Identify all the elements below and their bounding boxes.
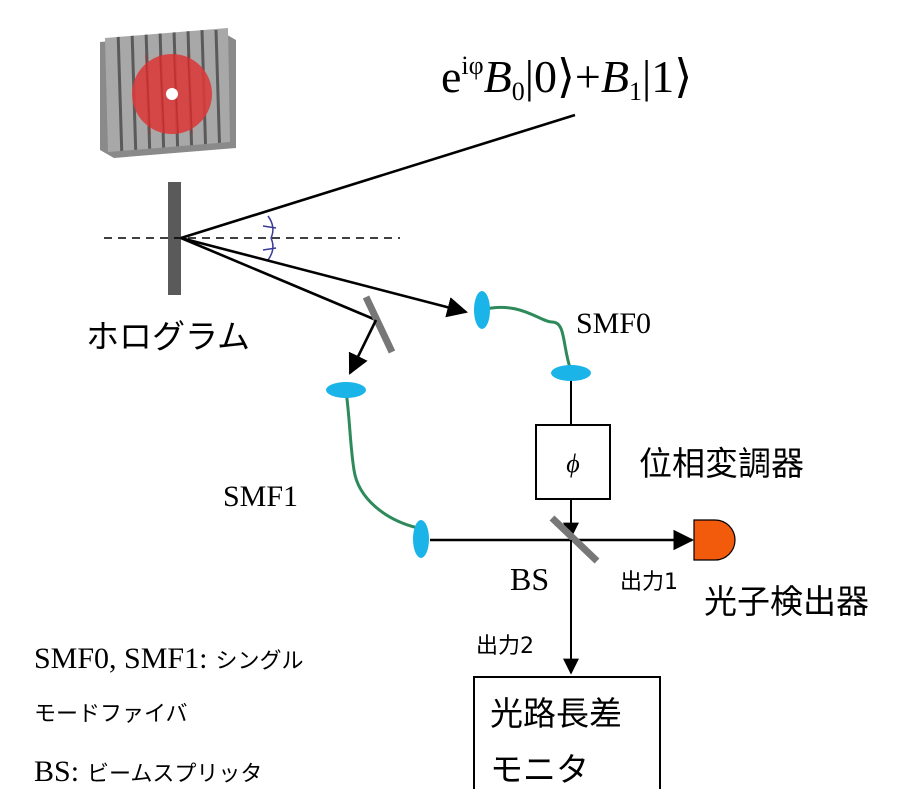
smf1-output-lens bbox=[413, 520, 429, 558]
smf0-label: SMF0 bbox=[576, 307, 651, 340]
photon-detector-label: 光子検出器 bbox=[704, 582, 869, 621]
laser-spot-center bbox=[166, 88, 178, 100]
output1-label: 出力1 bbox=[620, 570, 678, 595]
phi-symbol: ϕ bbox=[566, 449, 579, 478]
smf0-output-lens bbox=[551, 365, 591, 381]
beam-splitter bbox=[549, 515, 600, 564]
output-state-expression: eiφB0|0⟩+B1|1⟩ bbox=[441, 51, 692, 106]
smf1-label: SMF1 bbox=[223, 480, 298, 513]
output2-label: 出力2 bbox=[476, 634, 534, 659]
legend-smf-line1: SMF0, SMF1:シングル bbox=[34, 642, 303, 675]
smf0-input-lens bbox=[474, 291, 490, 329]
smf0-fiber bbox=[481, 305, 573, 372]
legend-smf-line2: モードファイバ bbox=[34, 702, 188, 727]
path-monitor-label-line1: 光路長差 bbox=[490, 694, 622, 733]
hologram-label: ホログラム bbox=[86, 317, 250, 356]
bs-label: BS bbox=[510, 561, 549, 597]
path-monitor-box bbox=[473, 676, 661, 789]
phase-modulator-box bbox=[535, 424, 611, 500]
hologram-grating-image bbox=[100, 28, 236, 158]
legend-bs-line: BS:ビームスプリッタ bbox=[34, 755, 262, 788]
photon-detector bbox=[693, 519, 736, 561]
incoming-beam bbox=[180, 113, 576, 240]
beam-to-mirror bbox=[180, 236, 377, 322]
folding-mirror bbox=[362, 295, 396, 354]
smf1-input-lens bbox=[326, 382, 366, 398]
phase-modulator-label: 位相変調器 bbox=[639, 444, 804, 483]
beam-to-smf1 bbox=[348, 319, 378, 375]
beam-to-smf0 bbox=[180, 236, 469, 318]
smf1-fiber bbox=[344, 390, 419, 530]
path-monitor-label-line2: モニタ bbox=[490, 750, 589, 789]
